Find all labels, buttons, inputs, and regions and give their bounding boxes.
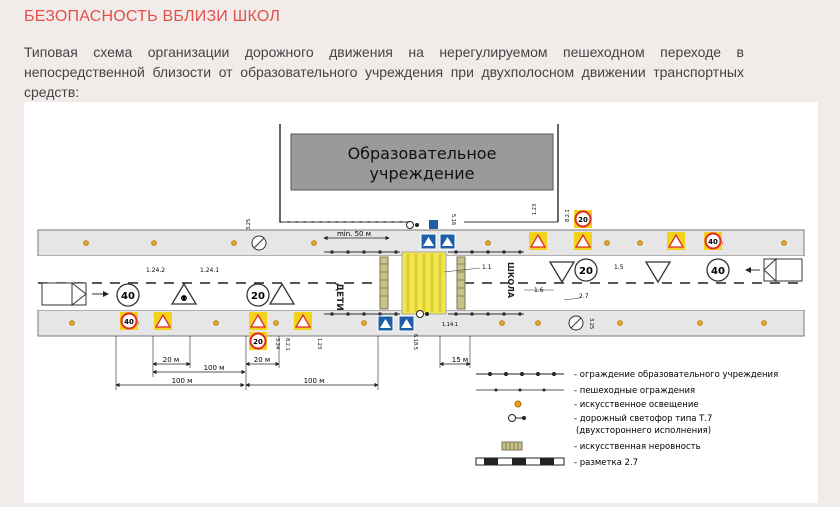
code-1-1: 1.1 (482, 264, 492, 271)
road-speed-20-left: 20 (246, 283, 270, 307)
road-warning-children-left: ⚉ (170, 282, 198, 305)
road-triangle-left (268, 282, 296, 305)
legend-item-school-fence: - ограждение образовательного учреждения (574, 370, 778, 380)
road-speed-40-left: 40 (116, 283, 140, 307)
speed-bump-left (379, 256, 389, 310)
sign-warning-top (574, 232, 592, 250)
sign-warning-children-top (529, 232, 547, 250)
code-1-23-top: 1.23 (532, 204, 538, 215)
svg-text:20: 20 (251, 291, 265, 302)
code-1-14-1: 1.14.1 (442, 322, 458, 328)
svg-text:40: 40 (124, 318, 134, 326)
pedestrian-crossing (401, 251, 447, 315)
dimension-20m-a: 20 м (152, 356, 191, 367)
legend-icon-speed-bump (501, 441, 523, 451)
dimension-20m-b: 20 м (245, 356, 280, 367)
speed-bump-right (456, 256, 466, 310)
legend-item-marking-2-7: - разметка 2.7 (574, 458, 638, 468)
svg-text:⚉: ⚉ (180, 294, 187, 303)
svg-text:20 м: 20 м (163, 356, 179, 364)
svg-text:100 м: 100 м (204, 364, 225, 372)
sign-warning-bottom-mid1 (249, 312, 267, 330)
road-marking-school: ШКОЛА (506, 262, 515, 299)
svg-text:20: 20 (578, 216, 588, 224)
svg-text:40: 40 (708, 238, 718, 246)
sign-crossing-blue-2 (439, 233, 456, 250)
sign-end-restrictions-bottom-right (568, 315, 584, 331)
dimension-15m: 15 м (439, 356, 471, 367)
legend-item-traffic-light-note: (двухстороннего исполнения) (576, 426, 711, 436)
legend-icon-school-fence (476, 372, 564, 376)
code-3-24-bottom: 3.24 (274, 338, 280, 349)
code-3-25-top: 3.25 (246, 219, 252, 230)
svg-text:100 м: 100 м (304, 377, 325, 385)
sign-warning-children-top-right (667, 232, 685, 250)
legend-item-pedestrian-fence: - пешеходные ограждения (574, 386, 695, 396)
road-speed-40-right: 40 (706, 258, 730, 282)
legend-item-traffic-light: - дорожный светофор типа Т.7 (574, 414, 712, 424)
pedestrian-fences (324, 251, 524, 315)
dimension-min50: min. 50 м (323, 230, 390, 241)
dimension-100m-b: 100 м (115, 377, 245, 388)
road-triangle-right (548, 261, 576, 284)
legend-item-lighting: - искусственное освещение (574, 400, 699, 410)
legend-icon-marking-2-7 (475, 457, 565, 466)
code-1-23-bottom: 1.23 (316, 338, 322, 349)
legend-icon-lighting (514, 400, 522, 408)
code-6-18-5: 6.18.5 (412, 334, 418, 350)
code-1-5: 1.5 (614, 264, 624, 271)
vehicle-left (41, 281, 87, 307)
code-3-25-bottom: 3.25 (588, 318, 594, 329)
legend-item-speed-bump: - искусственная неровность (574, 442, 701, 452)
svg-text:100 м: 100 м (172, 377, 193, 385)
sign-speed-40-top-right: 40 (704, 232, 722, 250)
dimension-100m-c: 100 м (245, 377, 379, 388)
svg-text:40: 40 (711, 266, 725, 277)
code-8-2-1-bottom: 8.2.1 (284, 338, 290, 351)
sign-speed-20-top: 20 (574, 210, 592, 228)
sign-speed-20-bottom: 20 (249, 332, 267, 350)
svg-text:20: 20 (579, 266, 593, 277)
code-1-24-2: 1.24.2 (146, 267, 165, 274)
sign-crossing-blue-3 (377, 315, 394, 332)
school-building (290, 133, 554, 191)
building-label-line2: учреждение (370, 164, 475, 183)
road-marking-children: ДЕТИ (334, 283, 344, 311)
legend-icon-pedestrian-fence (476, 388, 564, 392)
traffic-light-top (406, 221, 419, 229)
svg-text:20: 20 (253, 338, 263, 346)
sign-crossing-small (429, 220, 438, 229)
sign-crossing-blue-1 (420, 233, 437, 250)
building-label-line1: Образовательное (348, 144, 497, 163)
sign-warning-bottom-left (154, 312, 172, 330)
vehicle-right (763, 257, 803, 283)
svg-text:20 м: 20 м (254, 356, 270, 364)
road-warning-children-right (644, 261, 672, 284)
page-title: БЕЗОПАСНОСТЬ ВБЛИЗИ ШКОЛ (24, 8, 281, 25)
school-fence (279, 124, 559, 223)
code-5-16: 5.16 (450, 214, 456, 225)
sign-end-restrictions-top-left (251, 235, 267, 251)
legend-icon-traffic-light (508, 414, 526, 422)
svg-text:min. 50 м: min. 50 м (337, 230, 371, 238)
dimension-100m-a: 100 м (152, 364, 246, 375)
road-speed-20-right: 20 (574, 258, 598, 282)
traffic-light-bottom (416, 310, 429, 318)
intro-paragraph: Типовая схема организации дорожного движ… (24, 44, 744, 100)
code-1-24-1: 1.24.1 (200, 267, 219, 274)
traffic-scheme-svg: Образовательное учреждение (37, 124, 805, 468)
svg-text:40: 40 (121, 291, 135, 302)
sign-speed-40-bottom-left: 40 (120, 312, 138, 330)
code-1-6: 1.6 (534, 287, 544, 294)
svg-text:15 м: 15 м (452, 356, 468, 364)
code-2-7: 2.7 (579, 293, 589, 300)
street-lamps (69, 240, 787, 326)
traffic-scheme-diagram: Образовательное учреждение (24, 102, 818, 503)
code-8-2-1-top: 8.2.1 (565, 209, 571, 222)
legend: - ограждение образовательного учреждения… (475, 370, 778, 468)
sign-warning-bottom-mid2 (294, 312, 312, 330)
sign-crossing-blue-4 (398, 315, 415, 332)
